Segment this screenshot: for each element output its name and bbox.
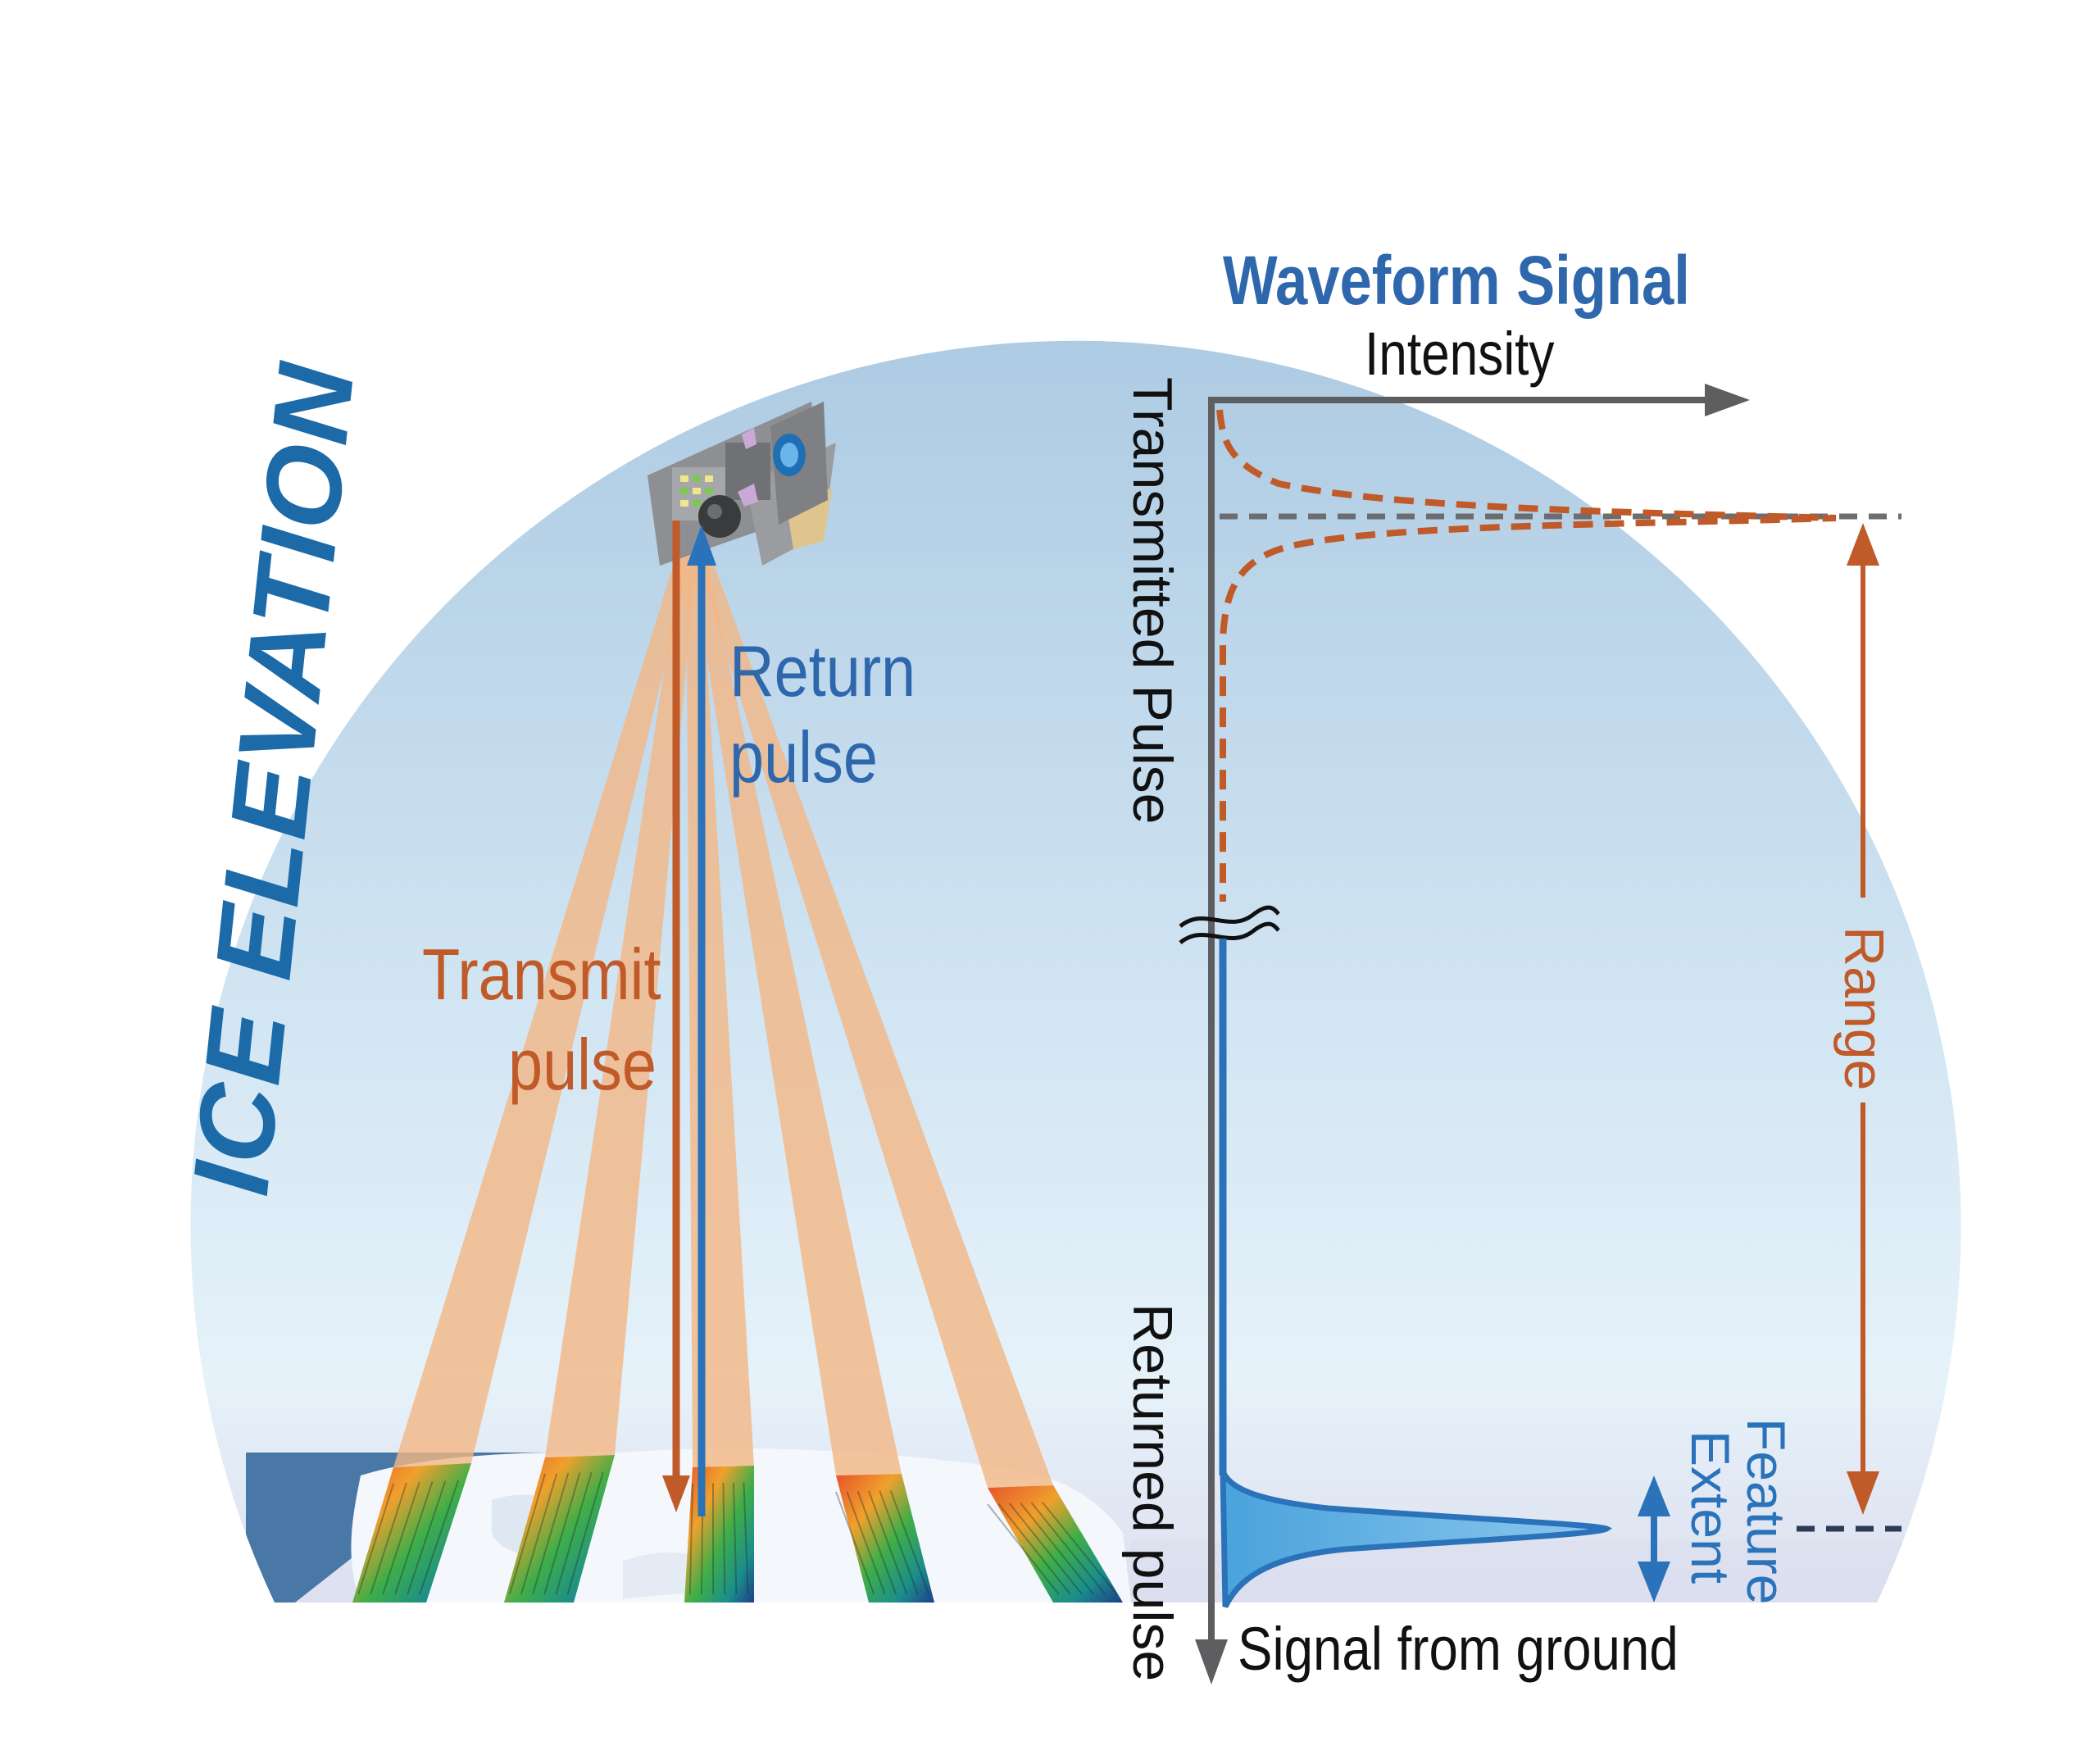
ground-signal-label: Signal from ground [1238, 1615, 1679, 1683]
sky-dome [190, 340, 1961, 1603]
range-label: Range [1833, 926, 1895, 1091]
transmitted-pulse-curve [1216, 409, 1837, 902]
swath-texture [555, 1471, 593, 1595]
laser-beam [393, 525, 699, 1467]
terrain-swath [836, 1474, 934, 1603]
transmit-pulse-label-1: Transmit [422, 934, 661, 1015]
swath-texture [879, 1490, 919, 1595]
satellite-icon [647, 402, 836, 566]
swath-texture [688, 1483, 693, 1595]
swath-texture [532, 1472, 570, 1595]
swath-texture [566, 1471, 604, 1595]
swath-texture [382, 1482, 420, 1595]
feature-label-line1: Feature [1736, 1418, 1797, 1605]
break-mark-icon [1179, 905, 1280, 944]
swath-texture [1041, 1501, 1118, 1595]
ground-return-peak [1220, 1470, 1612, 1608]
waveform-title: Waveform Signal [1223, 242, 1690, 319]
swath-texture [733, 1482, 738, 1595]
terrain-swath [352, 1463, 471, 1603]
swath-texture [835, 1491, 875, 1595]
intensity-label: Intensity [1365, 320, 1555, 388]
terrain-swath [504, 1455, 615, 1603]
swath-texture [743, 1482, 749, 1595]
swath-texture [722, 1482, 726, 1595]
transmitted-pulse-label: Transmitted Pulse [1121, 377, 1184, 825]
laser-beam [686, 525, 1053, 1488]
range-arrow [1847, 523, 1879, 1515]
swath-texture [1030, 1502, 1106, 1595]
swath-texture [997, 1503, 1071, 1595]
swath-texture [520, 1473, 558, 1595]
feature-label-line2: Extent [1680, 1430, 1741, 1584]
returned-pulse-label: Returned pulse [1121, 1303, 1184, 1682]
swath-texture [370, 1482, 407, 1595]
swath-texture [394, 1481, 434, 1595]
swath-texture [407, 1480, 447, 1595]
swath-texture [868, 1490, 908, 1595]
laser-beam [545, 525, 699, 1457]
feature-extent-arrow [1638, 1475, 1670, 1603]
swath-texture [508, 1473, 546, 1595]
swath-texture [846, 1491, 886, 1595]
laser-beam [686, 525, 902, 1475]
transmit-pulse-label-2: pulse [508, 1024, 657, 1105]
swath-texture [856, 1490, 897, 1595]
swath-texture [1020, 1502, 1095, 1595]
swath-texture [1008, 1503, 1083, 1595]
return-pulse-label-1: Return [729, 630, 916, 712]
swath-texture [543, 1472, 581, 1595]
swath-texture [357, 1483, 394, 1595]
swath-texture [419, 1480, 460, 1595]
terrain-swath [988, 1485, 1123, 1603]
swath-texture [987, 1503, 1060, 1595]
return-pulse-label-2: pulse [729, 716, 878, 798]
swath-texture [889, 1489, 930, 1595]
